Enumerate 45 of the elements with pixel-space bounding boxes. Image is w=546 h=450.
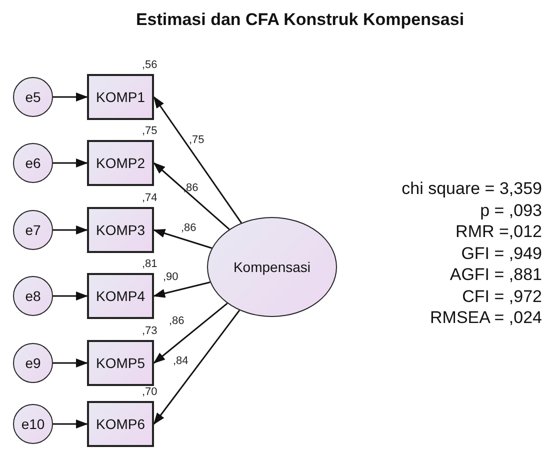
error-circle: e9 [13, 343, 53, 383]
variance-label: ,70 [142, 387, 158, 398]
arrow [153, 281, 210, 298]
error-circle: e5 [13, 77, 53, 117]
variance-label: ,81 [142, 259, 158, 270]
arrow [53, 158, 88, 168]
indicator-box: KOMP3 [87, 207, 154, 253]
variance-label: ,56 [142, 60, 158, 71]
latent-ellipse: Kompensasi [207, 217, 337, 317]
fit-statistic: AGFI = ,881 [450, 264, 542, 286]
arrow [53, 420, 88, 428]
edge-label: ,75 [189, 135, 204, 146]
error-circle: e6 [13, 143, 53, 183]
error-circle: e8 [13, 276, 53, 316]
error-circle: e7 [13, 210, 53, 250]
fit-statistic: chi square = 3,359 [402, 178, 542, 200]
edge-label: ,86 [183, 183, 198, 194]
edge-label: ,86 [169, 316, 184, 327]
edge-label: ,86 [181, 223, 196, 234]
diagram-title: Estimasi dan CFA Konstruk Kompensasi [134, 10, 466, 30]
edge-label: ,84 [173, 356, 188, 367]
indicator-box: KOMP4 [87, 273, 154, 319]
arrow [53, 226, 88, 234]
arrow [153, 302, 228, 364]
indicator-box: KOMP2 [87, 140, 154, 186]
error-circle: e10 [13, 404, 53, 444]
arrow [153, 229, 212, 249]
fit-statistic: p = ,093 [480, 200, 542, 221]
variance-label: ,74 [142, 193, 158, 204]
edge-label: ,90 [163, 272, 178, 283]
arrow [153, 96, 242, 224]
variance-label: ,73 [142, 326, 158, 337]
fit-statistic: CFI = ,972 [462, 286, 542, 307]
arrow [53, 358, 88, 368]
fit-statistic: RMSEA = ,024 [430, 307, 542, 328]
arrow [53, 292, 88, 300]
indicator-box: KOMP5 [87, 340, 154, 386]
arrow [153, 310, 240, 425]
arrow [153, 162, 230, 230]
fit-statistic: RMR =,012 [456, 221, 542, 242]
fit-statistic: GFI = ,949 [461, 242, 542, 264]
variance-label: ,75 [142, 126, 158, 137]
indicator-box: KOMP1 [87, 74, 154, 120]
arrow [53, 92, 88, 102]
indicator-box: KOMP6 [87, 401, 154, 447]
